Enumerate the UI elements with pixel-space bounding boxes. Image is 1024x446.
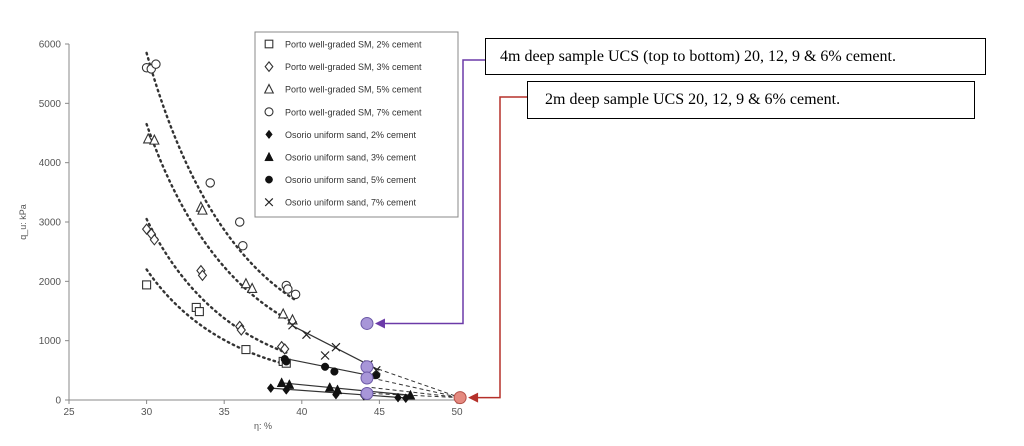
data-point-series-2 <box>287 313 298 325</box>
x-marker-stroke <box>288 320 297 330</box>
data-point-series-1 <box>280 343 290 355</box>
legend-label-5: Osorio uniform sand, 3% cement <box>285 153 417 163</box>
legend-label-0: Porto well-graded SM, 2% cement <box>285 40 422 50</box>
data-point-series-3 <box>283 284 293 294</box>
legend-label-6: Osorio uniform sand, 5% cement <box>285 175 417 185</box>
x-tick-label: 40 <box>296 407 308 418</box>
arrow-2m-head <box>468 392 479 403</box>
data-point-series-6 <box>330 367 339 376</box>
y-tick-label: 2000 <box>39 277 62 288</box>
sample-4m-point <box>360 386 374 400</box>
annotation-4m-sample: 4m deep sample UCS (top to bottom) 20, 1… <box>485 38 986 75</box>
highlight-points <box>360 316 467 405</box>
data-point-series-4 <box>266 383 275 394</box>
data-point-series-3 <box>234 217 245 227</box>
data-point-series-6 <box>321 362 330 371</box>
axes: 25 30 35 40 45 50 0 1000 2000 3000 4000 5000 6000 η: … <box>18 40 463 432</box>
data-point-series-2 <box>148 133 160 145</box>
trend-line-series-1 <box>145 217 288 354</box>
trend-line-series-3 <box>145 51 296 301</box>
data-point-series-5 <box>332 384 343 395</box>
legend-marker-3 <box>264 107 274 117</box>
data-point-series-0 <box>142 280 152 290</box>
data-point-series-5 <box>276 377 287 388</box>
x-marker-stroke <box>264 197 274 207</box>
extrapolation-lines <box>371 366 461 399</box>
data-point-series-5 <box>284 379 295 389</box>
data-point-series-7 <box>288 320 297 330</box>
data-point-series-0 <box>241 345 251 355</box>
trend-line-series-5 <box>281 382 411 396</box>
data-point-series-4 <box>394 392 402 403</box>
legend-label-2: Porto well-graded SM, 5% cement <box>285 85 422 95</box>
extrapolation-line <box>371 392 461 399</box>
y-tick-label: 5000 <box>39 99 62 110</box>
x-marker-stroke <box>320 351 330 360</box>
legend-marker-0 <box>264 39 274 49</box>
data-point-series-3 <box>151 59 161 69</box>
sample-4m-point <box>360 360 374 374</box>
x-tick-label: 35 <box>219 407 231 418</box>
data-point-series-2 <box>197 203 208 215</box>
legend-marker-1 <box>264 60 274 73</box>
data-point-series-1 <box>236 324 246 336</box>
arrow-4m-line <box>382 59 485 325</box>
y-tick-label: 3000 <box>39 218 62 229</box>
x-marker-stroke <box>302 330 311 340</box>
legend-marker-7 <box>264 197 274 207</box>
arrow-2m-line <box>476 96 527 399</box>
legend-label-7: Osorio uniform sand, 7% cement <box>285 198 417 208</box>
data-point-series-6 <box>282 357 291 366</box>
data-point-series-5 <box>405 389 416 400</box>
data-point-series-2 <box>246 282 258 294</box>
data-point-series-5 <box>324 381 335 392</box>
x-tick-label: 30 <box>141 407 153 418</box>
extrapolation-line <box>371 387 461 399</box>
arrow-4m-head <box>374 318 385 329</box>
data-point-series-7 <box>320 351 330 360</box>
data-point-series-0 <box>194 307 204 317</box>
y-tick-label: 6000 <box>39 40 62 51</box>
x-marker-stroke <box>331 342 341 352</box>
data-point-series-1 <box>197 269 208 282</box>
x-tick-label: 50 <box>451 407 463 418</box>
trend-line-series-0 <box>145 268 288 366</box>
extrapolation-line <box>371 377 461 399</box>
x-marker-stroke <box>371 365 381 375</box>
annotation-2m-sample: 2m deep sample UCS 20, 12, 9 & 6% cement… <box>527 81 975 119</box>
y-tick-label: 0 <box>55 396 61 407</box>
data-point-series-3 <box>290 289 301 300</box>
data-point-series-2 <box>240 277 252 289</box>
data-point-series-2 <box>277 307 289 319</box>
sample-4m-point <box>360 316 374 330</box>
y-axis-label: q_u: kPa <box>18 204 28 240</box>
data-point-series-7 <box>302 330 311 340</box>
data-point-series-2 <box>142 132 154 144</box>
data-point-series-7 <box>371 365 381 375</box>
trend-line-series-2 <box>145 122 296 325</box>
legend-marker-2 <box>263 83 275 94</box>
legend-label-3: Porto well-graded SM, 7% cement <box>285 107 422 117</box>
legend-marker-5 <box>264 151 274 162</box>
extrapolation-line <box>371 366 461 399</box>
data-point-series-3 <box>238 240 248 251</box>
data-point-series-3 <box>205 178 215 188</box>
y-tick-label: 4000 <box>39 158 62 169</box>
sample-4m-point <box>360 371 374 385</box>
y-tick-label: 1000 <box>39 336 62 347</box>
legend-label-4: Osorio uniform sand, 2% cement <box>285 130 417 140</box>
legend-label-1: Porto well-graded SM, 3% cement <box>285 62 422 72</box>
x-axis-label: η: % <box>254 421 272 431</box>
legend-box <box>254 31 459 218</box>
legend-marker-6 <box>265 175 273 184</box>
annotation-arrows <box>374 59 527 403</box>
legend-marker-4 <box>265 129 273 140</box>
x-tick-label: 45 <box>374 407 386 418</box>
sample-2m-point <box>453 391 467 405</box>
x-tick-label: 25 <box>63 407 75 418</box>
data-point-series-7 <box>331 342 341 352</box>
data-point-series-1 <box>149 233 160 246</box>
